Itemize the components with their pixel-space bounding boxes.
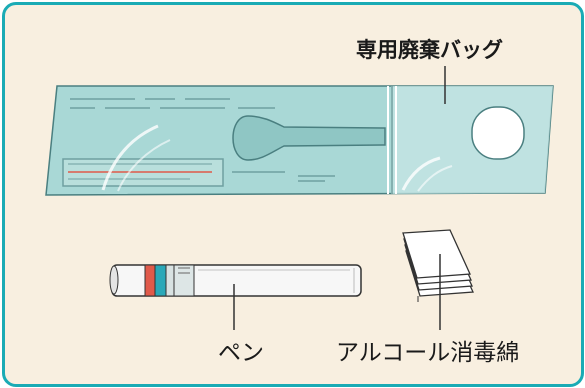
swab-label: アルコール消毒綿 bbox=[336, 340, 520, 366]
pen-icon bbox=[109, 264, 362, 330]
disposal-bag-icon bbox=[45, 85, 554, 196]
pen-label: ペン bbox=[218, 340, 264, 366]
alcohol-swab-icon bbox=[402, 229, 474, 330]
bag-label: 専用廃棄バッグ bbox=[356, 38, 503, 62]
